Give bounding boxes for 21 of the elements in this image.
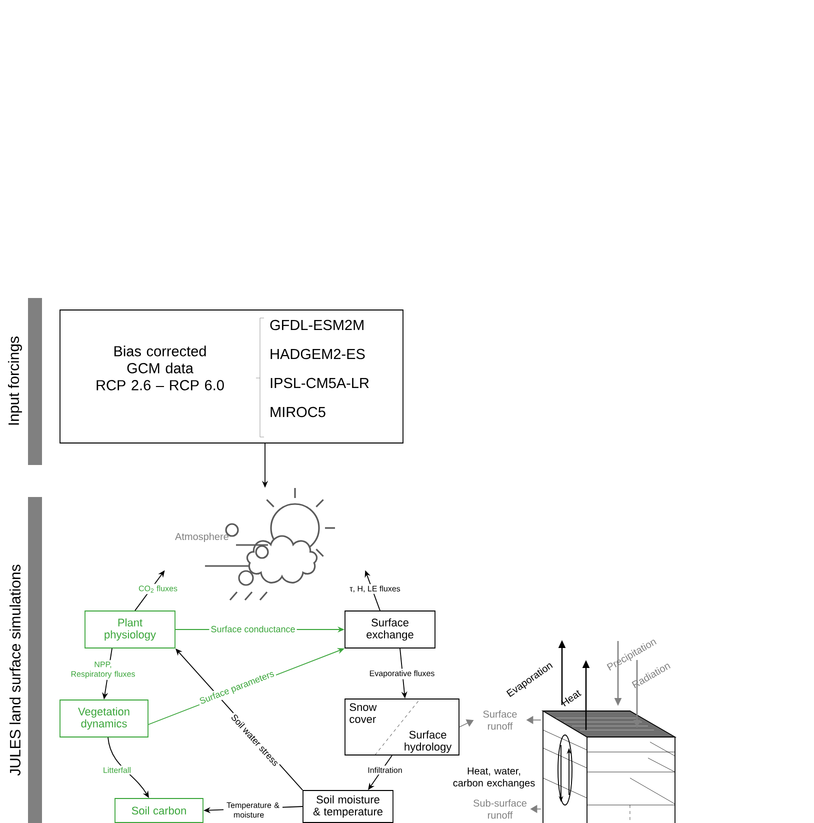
edge-label: Evaporative fluxes [368,668,436,680]
exchange-label: Heat, water, carbon exchanges [453,768,535,788]
edge-label: NPP, Respiratory fluxes [62,660,144,680]
process-box: Surface exchange [344,610,436,648]
edge-label: Infiltration [366,766,404,774]
runoff-label: Surface runoff [483,710,517,730]
runoff-label: Sub-surface runoff [474,799,526,819]
input-box: Bias corrected GCM data RCP 2.6 – RCP 6.0 GFDL-ESM2M HADGEM2-ES IPSL-CM5A-LR MIROC5 [60,310,404,444]
split-box: Snow cover Surface hydrology [344,698,460,756]
process-box: Vegetation dynamics [60,700,148,738]
process-box: Soil moisture & temperature [302,790,394,823]
process-box: Plant physiology [84,610,176,648]
section-sidebar: JULES land surface simulations [10,497,42,823]
atmosphere-label: Atmosphere [175,532,228,542]
edge-label: Temperature & moisture [224,800,282,820]
edge-label: τ, H, LE fluxes [348,584,402,594]
process-box: Soil carbon [114,798,204,823]
edge-label: Litterfall [102,766,132,774]
section-sidebar: Input forcings [8,298,42,465]
edge-label: Surface conductance [209,624,297,634]
edge-label: CO$_{2}$ fluxes [137,584,179,594]
